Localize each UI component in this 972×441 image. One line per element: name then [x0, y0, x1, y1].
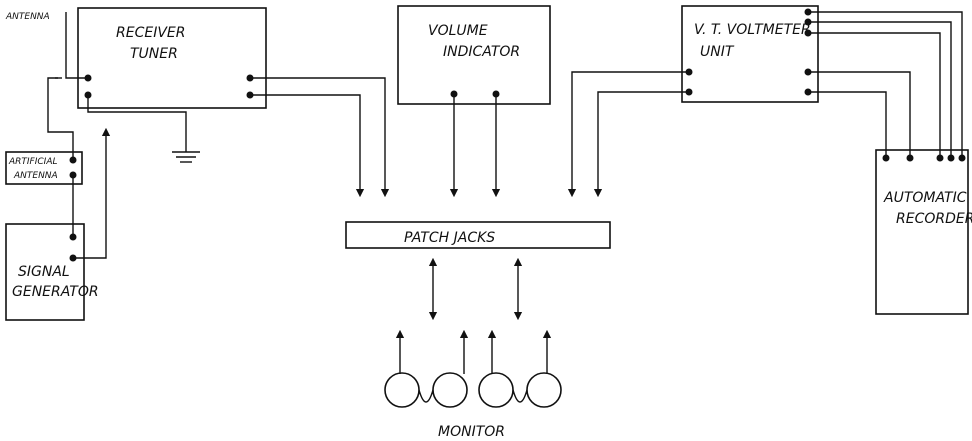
voltmeter-recorder-wire-c	[808, 32, 941, 158]
monitor-earphone-1	[384, 372, 420, 408]
antenna-wire	[65, 12, 88, 79]
vt-voltmeter-box	[681, 5, 819, 103]
voltmeter-input-wire-1	[567, 71, 689, 198]
artificial-antenna-terminal-1	[69, 156, 77, 164]
monitor-earphone-4	[526, 372, 562, 408]
receiver-tuner-box	[77, 7, 267, 109]
vt-voltmeter-label-line1: V. T. VOLTMETER	[694, 22, 811, 38]
artificial-antenna-wire-top	[47, 77, 74, 160]
artificial-antenna-label-line1: ARTIFICIAL	[8, 157, 58, 167]
signal-generator-label-line2: GENERATOR	[12, 284, 99, 300]
automatic-recorder-label-line1: AUTOMATIC	[883, 190, 967, 206]
signal-generator-box	[5, 223, 85, 321]
patch-jacks-label: PATCH JACKS	[404, 230, 495, 246]
receiver-tuner-label-line1: RECEIVER	[116, 25, 185, 41]
recorder-terminal-1	[882, 154, 890, 162]
volume-indicator-label-line2: INDICATOR	[443, 44, 520, 60]
recorder-terminal-2	[906, 154, 914, 162]
tuner-output-wire-2	[250, 94, 365, 198]
voltmeter-input-wire-2	[593, 91, 689, 198]
voltmeter-recorder-wire-a	[808, 11, 963, 158]
monitor-headband-2	[512, 389, 528, 403]
monitor-earphone-3	[478, 372, 514, 408]
generator-to-tuner-wire	[73, 127, 111, 259]
voltmeter-recorder-wire-d	[808, 71, 911, 158]
ground-wire	[87, 95, 187, 152]
receiver-tuner-label-line2: TUNER	[130, 46, 178, 62]
tuner-terminal-antenna	[84, 74, 92, 82]
antenna-label: ANTENNA	[5, 12, 50, 22]
voltmeter-recorder-wire-b	[808, 21, 952, 158]
monitor-label: MONITOR	[438, 424, 505, 440]
monitor-headband-1	[418, 389, 434, 403]
recorder-terminal-4	[947, 154, 955, 162]
vt-voltmeter-label-line2: UNIT	[700, 44, 735, 60]
signal-generator-label-line1: SIGNAL	[18, 264, 70, 280]
volume-indicator-label-line1: VOLUME	[428, 23, 488, 39]
automatic-recorder-box	[875, 149, 969, 315]
artificial-antenna-label-line2: ANTENNA	[13, 171, 58, 181]
signal-generator-terminal-1	[69, 233, 77, 241]
patch-jacks-box	[345, 221, 611, 249]
automatic-recorder-label-line2: RECORDER	[896, 211, 972, 227]
recorder-terminal-5	[958, 154, 966, 162]
monitor-earphone-2	[432, 372, 468, 408]
voltmeter-recorder-wire-e	[808, 91, 887, 158]
recorder-terminal-3	[936, 154, 944, 162]
artificial-antenna-box	[5, 151, 83, 185]
tuner-output-wire-1	[250, 77, 390, 198]
volume-indicator-box	[397, 5, 551, 105]
